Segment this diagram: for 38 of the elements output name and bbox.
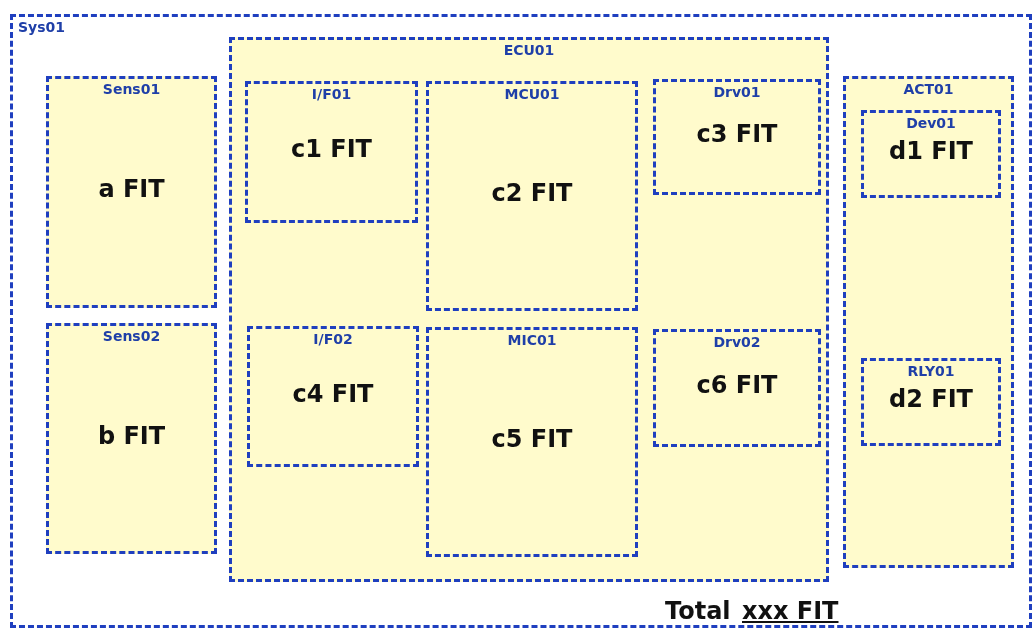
block-title: I/F01 <box>310 86 353 102</box>
block-box <box>861 110 1001 198</box>
fit-value: c1 FIT <box>290 135 373 163</box>
block-title: MIC01 <box>506 332 558 348</box>
fit-value: c4 FIT <box>291 379 375 408</box>
block-box <box>46 76 217 308</box>
block-title: Drv02 <box>712 334 762 350</box>
block-title: I/F02 <box>312 331 354 347</box>
block-title: ACT01 <box>902 81 955 97</box>
total-value: xxx FIT <box>742 597 839 625</box>
block-box <box>426 81 638 311</box>
block-title: Drv01 <box>712 84 762 100</box>
total-label: Total <box>665 597 731 625</box>
block-box <box>653 79 821 195</box>
block-box <box>426 327 638 557</box>
fit-value: c5 FIT <box>490 425 574 453</box>
fit-value: c3 FIT <box>695 120 779 148</box>
fit-value: c2 FIT <box>490 179 574 207</box>
fit-value: a FIT <box>97 175 166 203</box>
block-title: Sens01 <box>101 81 162 97</box>
block-box <box>245 81 418 223</box>
block-box <box>229 37 829 582</box>
fit-value: c6 FIT <box>695 371 779 399</box>
block-title: RLY01 <box>906 363 956 379</box>
block-title: Sys01 <box>18 19 66 35</box>
block-title: MCU01 <box>503 86 561 102</box>
block-box <box>247 326 419 467</box>
block-title: ECU01 <box>502 42 556 58</box>
block-box <box>10 14 1032 628</box>
fit-value: d1 FIT <box>888 137 974 165</box>
block-box <box>46 323 217 554</box>
block-box <box>843 76 1014 568</box>
block-box <box>653 329 821 447</box>
block-title: Dev01 <box>905 115 957 131</box>
fit-value: b FIT <box>96 421 167 450</box>
block-title: Sens02 <box>101 328 162 344</box>
block-box <box>861 358 1001 446</box>
fit-value: d2 FIT <box>888 385 974 413</box>
